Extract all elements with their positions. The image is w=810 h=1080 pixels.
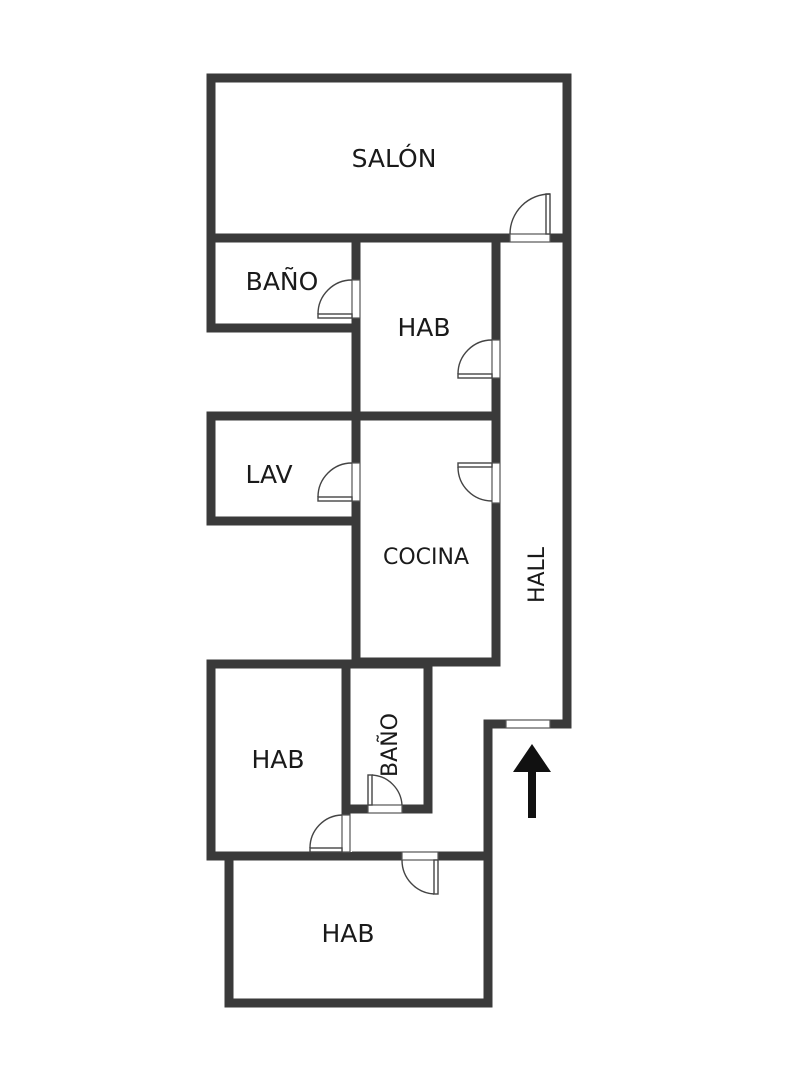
label-hab-left: HAB xyxy=(251,745,304,774)
label-hab-bottom: HAB xyxy=(321,919,374,948)
label-salon: SALÓN xyxy=(352,143,437,173)
door-lav[interactable] xyxy=(317,462,362,502)
room-labels: SALÓN BAÑO HAB LAV COCINA HALL HAB BAÑO … xyxy=(245,143,550,948)
door-hab-top[interactable] xyxy=(457,339,502,379)
label-hab-top: HAB xyxy=(397,313,450,342)
door-entrance[interactable] xyxy=(505,718,551,730)
door-hab-bottom[interactable] xyxy=(401,850,439,895)
label-lav: LAV xyxy=(245,460,292,489)
wall-cocina xyxy=(351,411,501,667)
doors xyxy=(309,193,551,895)
label-cocina: COCINA xyxy=(383,545,469,570)
door-bano-top[interactable] xyxy=(317,279,362,319)
label-hall: HALL xyxy=(525,546,550,603)
door-bano-small[interactable] xyxy=(367,774,403,815)
wall-hab-bottom xyxy=(224,851,493,1008)
door-cocina[interactable] xyxy=(457,462,502,504)
arrow-up-icon xyxy=(513,744,551,818)
label-bano-small: BAÑO xyxy=(376,713,403,777)
door-salon[interactable] xyxy=(509,193,551,244)
label-bano-top: BAÑO xyxy=(246,266,319,296)
door-hab-left[interactable] xyxy=(309,814,352,853)
